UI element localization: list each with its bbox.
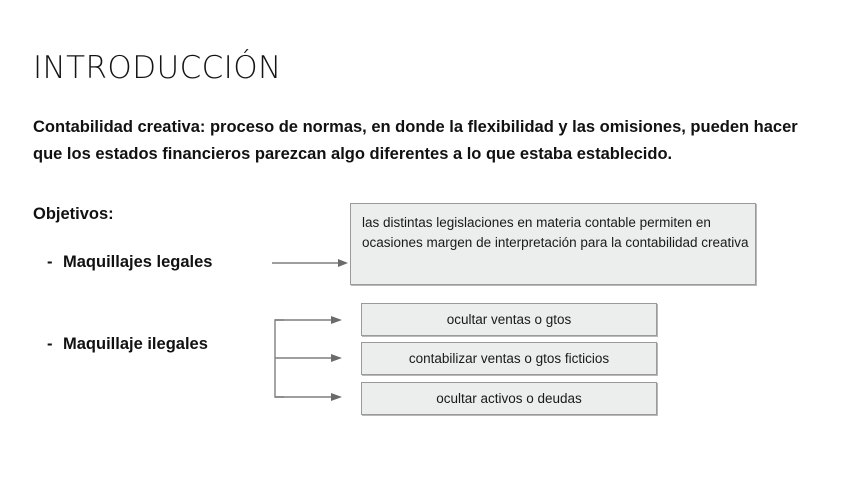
intro-paragraph: Contabilidad creativa: proceso de normas… bbox=[33, 118, 798, 163]
bullet-label: Maquillajes legales bbox=[63, 253, 213, 271]
process-box-contabilizar-ventas-ficticias: contabilizar ventas o gtos ficticios bbox=[361, 342, 657, 375]
note-box-legislaciones: las distintas legislaciones en materia c… bbox=[350, 203, 756, 285]
bullet-maquillajes-legales: - Maquillajes legales bbox=[33, 253, 212, 272]
bullet-marker: - bbox=[47, 253, 53, 271]
arrow-ilegales-bracket bbox=[274, 316, 342, 401]
process-box-ocultar-activos: ocultar activos o deudas bbox=[361, 382, 657, 415]
objetivos-label: Objetivos: bbox=[33, 205, 114, 223]
page-title: INTRODUCCIÓN bbox=[33, 50, 282, 86]
arrow-legales-to-note bbox=[272, 259, 348, 267]
bullet-maquillaje-ilegales: - Maquillaje ilegales bbox=[33, 335, 208, 354]
bullet-marker: - bbox=[47, 335, 53, 353]
process-box-ocultar-ventas: ocultar ventas o gtos bbox=[361, 303, 657, 336]
bullet-label: Maquillaje ilegales bbox=[63, 335, 208, 353]
